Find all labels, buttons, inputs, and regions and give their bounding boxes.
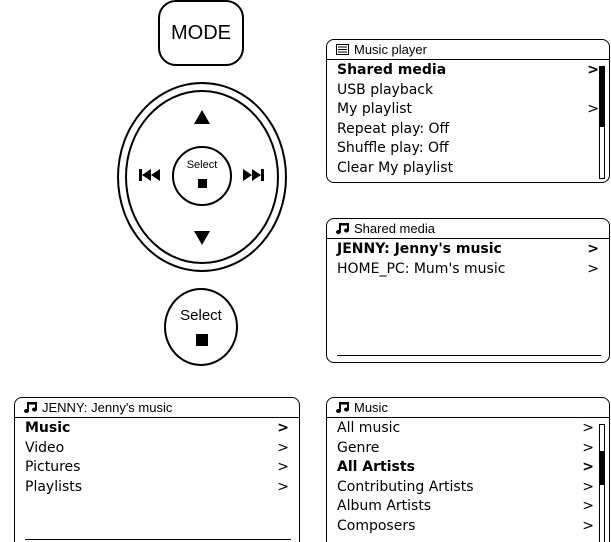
select-label: Select bbox=[180, 307, 222, 324]
chevron-right-icon: > bbox=[277, 459, 289, 475]
menu-item-playlists[interactable]: Playlists> bbox=[25, 478, 299, 498]
stop-square-icon bbox=[196, 334, 208, 346]
menu-item-my-playlist[interactable]: My playlist> bbox=[337, 100, 609, 120]
menu-item-album-artists[interactable]: Album Artists> bbox=[337, 497, 609, 517]
select-button[interactable]: Select bbox=[164, 288, 238, 366]
chevron-right-icon: > bbox=[587, 241, 599, 257]
menu-item-genre[interactable]: Genre> bbox=[337, 439, 609, 459]
menu-item-contributing-artists[interactable]: Contributing Artists> bbox=[337, 478, 609, 498]
music-note-icon bbox=[336, 402, 349, 413]
navigation-ring-outer bbox=[117, 82, 287, 272]
menu-item-all-artists[interactable]: All Artists> bbox=[337, 458, 609, 478]
screen-title: Music bbox=[354, 400, 388, 415]
menu-item-all-music[interactable]: All music> bbox=[337, 419, 609, 439]
menu-item-jenny[interactable]: JENNY: Jenny's music> bbox=[337, 240, 609, 260]
chevron-right-icon: > bbox=[587, 62, 599, 78]
menu-item-repeat-play[interactable]: Repeat play: Off bbox=[337, 120, 450, 137]
music-player-screen: Music player Shared media> USB playback … bbox=[326, 39, 610, 183]
menu-list-icon bbox=[336, 44, 349, 55]
chevron-right-icon: > bbox=[277, 478, 289, 495]
scrollbar[interactable] bbox=[599, 66, 605, 179]
screen-title: Music player bbox=[354, 42, 427, 57]
music-note-icon bbox=[24, 402, 37, 413]
chevron-right-icon: > bbox=[582, 459, 594, 475]
menu-item-shuffle-play[interactable]: Shuffle play: Off bbox=[337, 140, 449, 156]
menu-item-clear-playlist[interactable]: Clear My playlist bbox=[337, 159, 454, 176]
chevron-right-icon: > bbox=[587, 260, 599, 277]
menu-item-home-pc[interactable]: HOME_PC: Mum's music> bbox=[337, 260, 609, 280]
menu-item-pictures[interactable]: Pictures> bbox=[25, 458, 299, 478]
music-screen: Music All music> Genre> All Artists> Con… bbox=[326, 397, 610, 542]
screen-baseline bbox=[337, 355, 601, 356]
screen-title-bar: Music bbox=[327, 398, 609, 418]
screen-title: JENNY: Jenny's music bbox=[42, 400, 173, 415]
scrollbar[interactable] bbox=[599, 424, 605, 542]
chevron-right-icon: > bbox=[582, 439, 594, 456]
down-arrow-icon[interactable] bbox=[194, 231, 210, 245]
chevron-right-icon: > bbox=[582, 478, 594, 495]
screen-title-bar: Music player bbox=[327, 40, 609, 60]
menu-item-music[interactable]: Music> bbox=[25, 419, 299, 439]
chevron-right-icon: > bbox=[587, 101, 599, 117]
shared-media-screen: Shared media JENNY: Jenny's music> HOME_… bbox=[326, 218, 610, 363]
screen-title-bar: Shared media bbox=[327, 219, 609, 239]
menu-item-composers[interactable]: Composers> bbox=[337, 517, 609, 537]
stop-square-icon bbox=[198, 179, 207, 188]
chevron-right-icon: > bbox=[277, 420, 289, 436]
chevron-right-icon: > bbox=[582, 517, 594, 534]
chevron-right-icon: > bbox=[582, 420, 594, 436]
screen-title: Shared media bbox=[354, 221, 435, 236]
chevron-right-icon: > bbox=[582, 498, 594, 514]
menu-item-usb-playback[interactable]: USB playback bbox=[337, 81, 434, 98]
chevron-right-icon: > bbox=[277, 439, 289, 456]
jenny-music-screen: JENNY: Jenny's music Music> Video> Pictu… bbox=[14, 397, 300, 542]
center-select-label: Select bbox=[186, 159, 218, 171]
skip-forward-icon[interactable] bbox=[243, 169, 265, 181]
screen-baseline bbox=[25, 539, 291, 540]
scrollbar-thumb[interactable] bbox=[600, 67, 604, 127]
music-note-icon bbox=[336, 223, 349, 234]
up-arrow-icon[interactable] bbox=[194, 110, 210, 124]
navigation-ring[interactable] bbox=[125, 90, 279, 264]
center-select-button[interactable]: Select bbox=[172, 146, 232, 206]
menu-item-shared-media[interactable]: Shared media> bbox=[337, 61, 609, 81]
skip-back-icon[interactable] bbox=[139, 169, 161, 181]
menu-item-video[interactable]: Video> bbox=[25, 439, 299, 459]
screen-title-bar: JENNY: Jenny's music bbox=[15, 398, 299, 418]
mode-button[interactable]: MODE bbox=[158, 0, 244, 66]
scrollbar-thumb[interactable] bbox=[600, 451, 604, 485]
